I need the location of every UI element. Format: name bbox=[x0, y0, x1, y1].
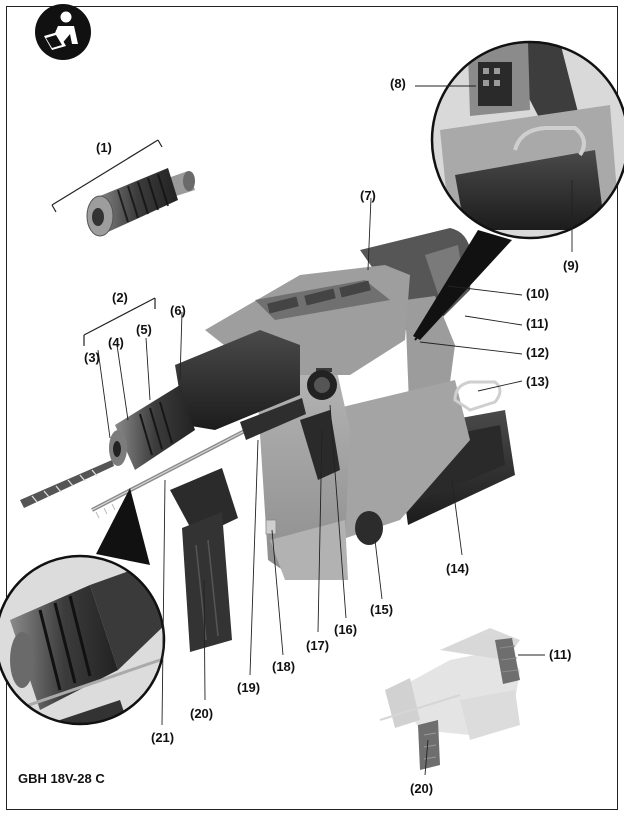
callout-8: (8) bbox=[390, 76, 406, 91]
bracket-2 bbox=[83, 297, 156, 346]
callout-5: (5) bbox=[136, 322, 152, 337]
callout-4: (4) bbox=[108, 335, 124, 350]
callout-18: (18) bbox=[272, 659, 296, 674]
depth-stop bbox=[91, 420, 263, 519]
callout-6: (6) bbox=[170, 303, 186, 318]
keyless-chuck-accessory bbox=[51, 139, 195, 237]
model-name: GBH 18V-28 C bbox=[18, 771, 105, 786]
callout-16: (16) bbox=[334, 622, 358, 637]
callout-7: (7) bbox=[360, 188, 376, 203]
read-manual-icon bbox=[35, 4, 91, 60]
callout-15: (15) bbox=[370, 602, 394, 617]
callout-2: (2) bbox=[112, 290, 128, 305]
zoom-detail-top bbox=[413, 40, 624, 341]
callout-20: (20) bbox=[190, 706, 214, 721]
drill-bit bbox=[20, 460, 114, 508]
callout-19: (19) bbox=[237, 680, 261, 695]
callout-12: (12) bbox=[526, 345, 550, 360]
callout-20-variant: (20) bbox=[410, 781, 434, 796]
leader-lines bbox=[97, 85, 573, 776]
callout-13: (13) bbox=[526, 374, 550, 389]
callout-9: (9) bbox=[563, 258, 579, 273]
callout-11: (11) bbox=[526, 316, 549, 331]
callout-14: (14) bbox=[446, 561, 470, 576]
zoom-detail-left bbox=[0, 488, 166, 726]
callout-21: (21) bbox=[151, 730, 175, 745]
callout-3: (3) bbox=[84, 350, 100, 365]
callout-10: (10) bbox=[526, 286, 550, 301]
drill-variant-ghost bbox=[379, 628, 520, 770]
rotary-hammer-drill bbox=[109, 228, 515, 652]
callout-1: (1) bbox=[96, 140, 112, 155]
callout-17: (17) bbox=[306, 638, 330, 653]
callout-11-variant: (11) bbox=[549, 647, 572, 662]
